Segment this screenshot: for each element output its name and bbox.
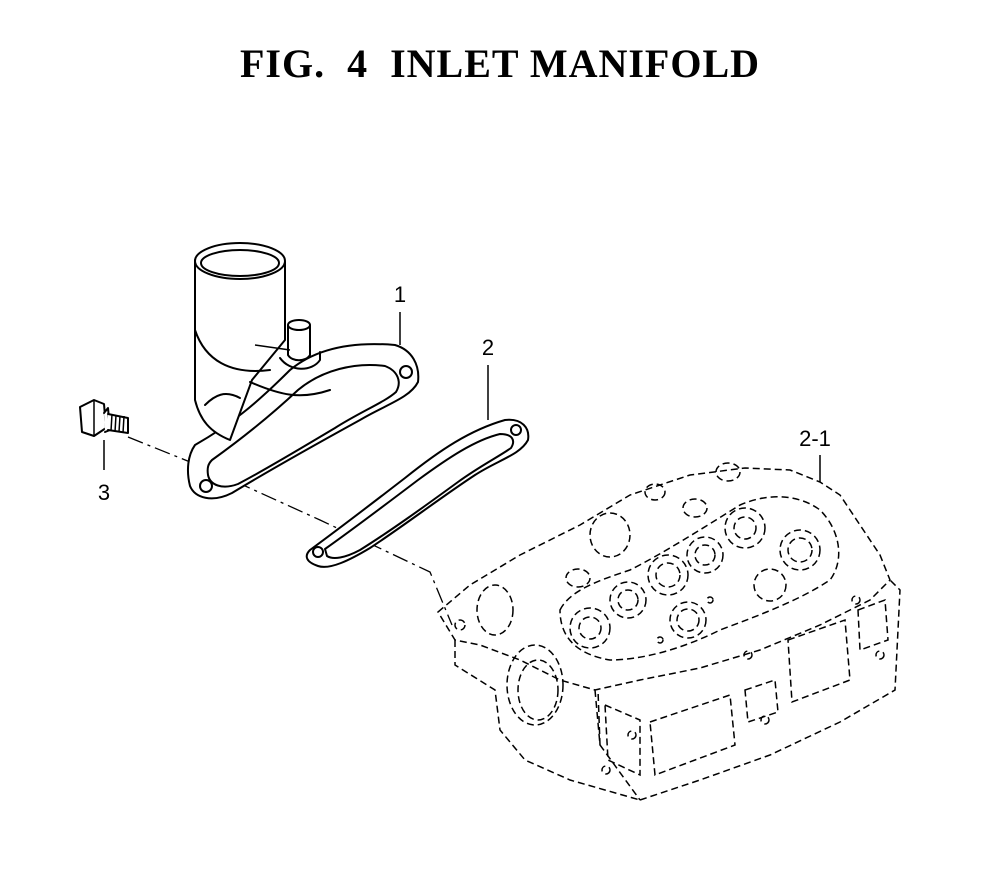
callout-2-1: 2-1 [799, 426, 831, 451]
gasket-icon [305, 418, 530, 568]
callout-3: 3 [98, 480, 110, 505]
cylinder-head-icon [437, 462, 901, 801]
callout-2: 2 [482, 335, 494, 360]
bolt-icon [79, 399, 129, 437]
callout-1: 1 [394, 282, 406, 307]
assembly-axis-line [127, 436, 453, 626]
leader-lines [103, 312, 821, 482]
inlet-manifold-icon [186, 242, 420, 500]
figure-title: FIG. 4 INLET MANIFOLD [239, 41, 761, 86]
